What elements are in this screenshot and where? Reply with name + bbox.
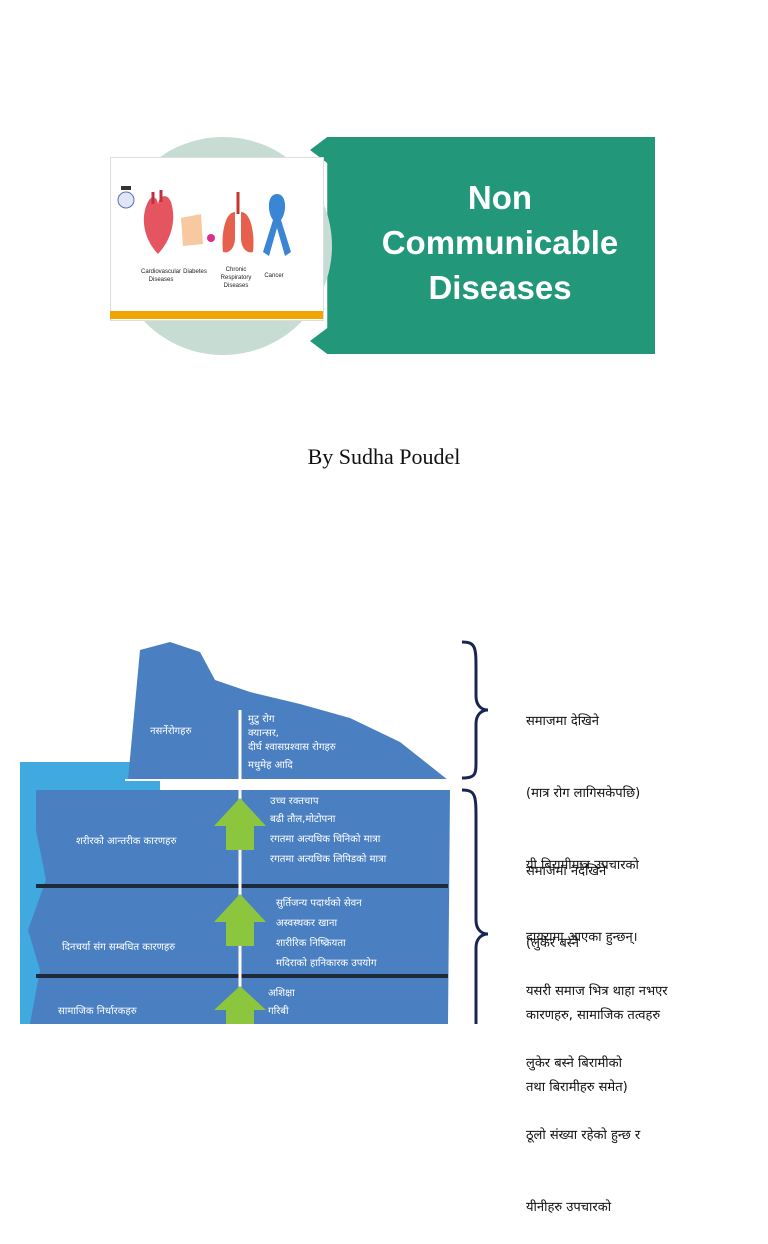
layer-item: मुटु रोग <box>248 713 275 725</box>
note-line: समाजमा नदेखिने <box>526 864 607 879</box>
title-line: Communicable <box>381 224 619 261</box>
layer-label: शरीरको आन्तरीक कारणहरु <box>76 835 177 847</box>
title-line: Non <box>467 179 533 216</box>
accent-bar <box>110 311 323 319</box>
page-title: Non Communicable Diseases <box>340 175 660 310</box>
note-line: कारणहरु, सामाजिक तत्वहरु <box>526 1008 661 1023</box>
pancreas-icon <box>181 214 215 246</box>
note-line: यसरी समाज भित्र थाहा नभएर <box>526 984 668 999</box>
visible-note: समाजमा देखिने (मात्र रोग लागिसकेपछि) यी … <box>526 662 640 974</box>
icon-label: Cardiovascular Diseases <box>141 269 182 283</box>
brace-top <box>461 640 489 780</box>
brace-bottom <box>461 788 489 1024</box>
title-line: Diseases <box>428 269 572 306</box>
iceberg-diagram: नसर्नेरोगहरु शरीरको आन्तरीक कारणहरु दिनच… <box>20 642 450 1024</box>
logo-icon <box>117 186 135 209</box>
note-line: दायरामा आएका हुन्छन्। <box>526 930 638 945</box>
title-banner <box>310 137 655 354</box>
layer-item: मदिराको हानिकारक उपयोग <box>276 957 377 969</box>
note-line: यी बिरामीमात्र उपचारको <box>526 858 639 873</box>
layer-label: सामाजिक निर्धारकहरु <box>58 1005 138 1017</box>
iceberg-tip <box>128 642 448 780</box>
note-line: ठूलो संख्या रहेको हुन्छ र <box>526 1128 641 1143</box>
layer-item: बढी तौल,मोटोपना <box>270 813 336 825</box>
layer-item: उच्च रक्तचाप <box>270 796 319 807</box>
note-line: (मात्र रोग लागिसकेपछि) <box>526 786 641 801</box>
layer-item: रगतमा अत्यधिक चिनिको मात्रा <box>270 833 381 845</box>
note-line: यीनीहरु उपचारको <box>526 1200 612 1215</box>
layer-item: सुर्तिजन्य पदार्थको सेवन <box>276 897 362 909</box>
up-arrow-icon <box>214 986 266 1024</box>
layer-label: दिनचर्या संग सम्बधित कारणहरु <box>62 941 176 953</box>
note-line: (लुकेर बस्ने <box>526 936 579 951</box>
lungs-icon <box>222 192 254 253</box>
ribbon-icon <box>263 194 291 256</box>
layer-item: रगतमा अत्यधिक लिपिडको मात्रा <box>270 853 387 865</box>
layer-item: अशिक्षा <box>268 987 295 999</box>
layer-item: गरिबी <box>268 1005 289 1017</box>
layer-item: शारीरिक निष्क्रियता <box>276 937 346 949</box>
extra-note: यसरी समाज भित्र थाहा नभएर लुकेर बस्ने बि… <box>526 932 668 1244</box>
heart-icon <box>143 190 174 254</box>
author-byline: By Sudha Poudel <box>307 444 461 469</box>
ncd-icons-panel: Cardiovascular Diseases Diabetes Chronic… <box>110 157 324 321</box>
icon-label: Diabetes <box>183 269 207 275</box>
note-line: लुकेर बस्ने बिरामीको <box>526 1056 622 1071</box>
layer-item: मधुमेह आदि <box>248 759 293 771</box>
brace-graphic <box>461 640 489 1024</box>
icon-label: Cancer <box>264 273 284 279</box>
icon-label: Chronic Respiratory Diseases <box>220 267 252 289</box>
layer-label: नसर्नेरोगहरु <box>150 725 192 737</box>
note-line: समाजमा देखिने <box>526 714 599 729</box>
layer-item: अस्वस्थकर खाना <box>276 918 337 929</box>
layer-item: दीर्घ श्वासप्रश्वास रोगहरु <box>248 741 337 753</box>
up-arrow-icon <box>214 798 266 850</box>
up-arrow-icon <box>214 894 266 946</box>
layer-item: क्यान्सर, <box>248 728 279 739</box>
